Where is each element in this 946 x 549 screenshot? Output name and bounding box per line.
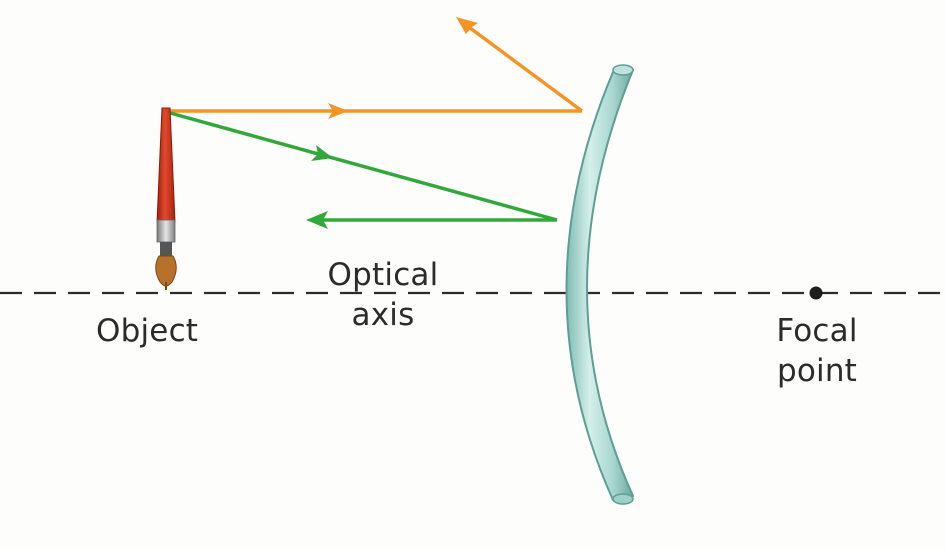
focal-point-label: Focal point bbox=[762, 311, 872, 391]
mirror-bottom-cap bbox=[612, 493, 634, 505]
green-incident-arrowhead bbox=[311, 145, 333, 161]
orange-reflected-ray bbox=[460, 20, 584, 113]
focal-point-dot-icon bbox=[809, 286, 823, 300]
optical-axis-label: Optical axis bbox=[318, 255, 448, 335]
mirror-top-cap bbox=[612, 64, 634, 76]
green-incident-ray bbox=[162, 109, 558, 222]
focal-point-label-line2: point bbox=[776, 353, 858, 389]
convex-mirror-icon bbox=[565, 69, 634, 501]
object-label: Object bbox=[96, 313, 199, 349]
green-reflected-arrowhead bbox=[306, 211, 328, 229]
paintbrush-icon bbox=[155, 107, 177, 290]
focal-point-label-line1: Focal bbox=[776, 313, 858, 349]
orange-reflected-arrowhead bbox=[456, 17, 478, 34]
orange-incident-arrowhead bbox=[328, 103, 348, 119]
optical-axis-label-line2: axis bbox=[351, 297, 415, 333]
optical-axis-label-line1: Optical bbox=[327, 257, 439, 293]
